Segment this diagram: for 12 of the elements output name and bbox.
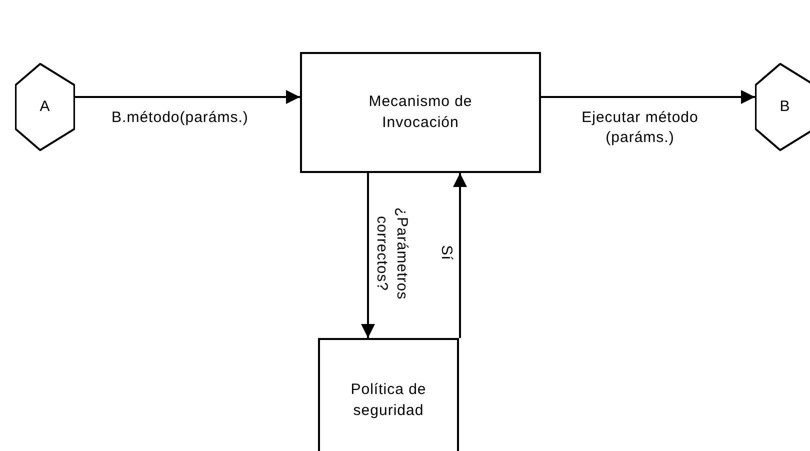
arrow: [453, 173, 467, 338]
node-text: Mecanismo de Invocación: [368, 92, 474, 132]
process-box: [318, 338, 459, 451]
node-text: A: [40, 96, 50, 117]
hexagon-connector: [15, 63, 75, 151]
arrow: [75, 90, 300, 104]
node-text: Política de seguridad: [350, 380, 428, 420]
arrow: [361, 173, 375, 338]
arrow: [541, 90, 755, 104]
process-box: [300, 52, 541, 173]
node-text: B: [780, 96, 790, 117]
hexagon-connector: [755, 63, 810, 151]
